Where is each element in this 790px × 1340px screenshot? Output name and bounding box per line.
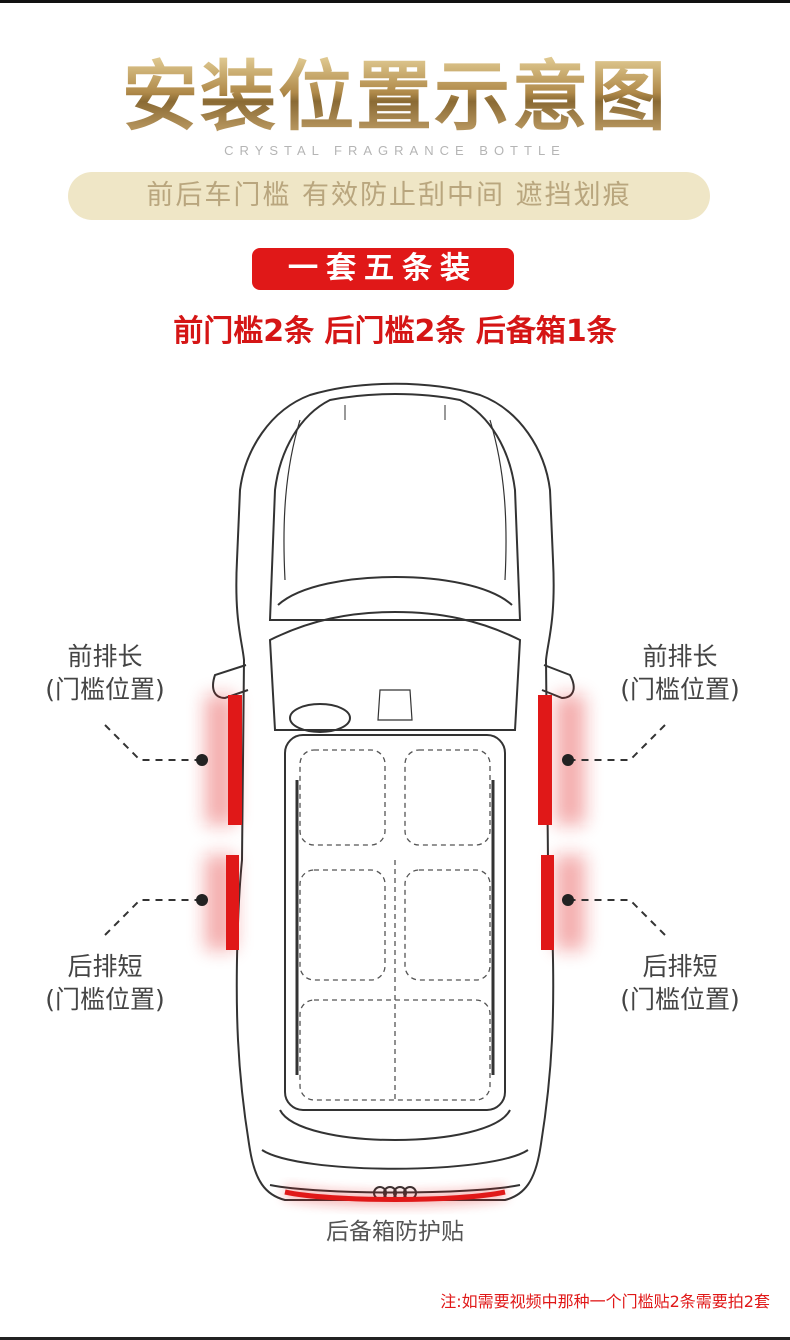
strip-counts: 前门槛2条 后门槛2条 后备箱1条 (173, 314, 617, 349)
front-left-marker-dot (196, 754, 208, 766)
rear-left-marker-dot (196, 894, 208, 906)
footnote: 注:如需要视频中那种一个门槛贴2条需要拍2套 (440, 1292, 770, 1311)
rear-left-sill-strip (205, 855, 239, 950)
front-left-sill-strip (205, 695, 242, 825)
top-border (0, 0, 790, 3)
tagline-banner: 前后车门槛 有效防止刮中间 遮挡划痕 (68, 172, 710, 220)
front-right-marker-dot (562, 754, 574, 766)
front-left-label: 前排长 (门槛位置) (20, 640, 190, 706)
front-left-label-line1: 前排长 (67, 642, 143, 671)
trunk-strip (283, 1186, 507, 1206)
rear-right-label-line1: 后排短 (642, 952, 718, 981)
front-right-leader-line (570, 724, 666, 761)
front-right-label: 前排长 (门槛位置) (595, 640, 765, 706)
trunk-label: 后备箱防护贴 (326, 1219, 464, 1245)
front-right-label-line1: 前排长 (642, 642, 718, 671)
rear-right-leader-line (570, 899, 666, 936)
page-title: 安装位置示意图 (0, 52, 790, 142)
set-count-badge: 一套五条装 (252, 248, 514, 290)
rear-left-label-line2: (门槛位置) (45, 985, 165, 1014)
front-right-label-line2: (门槛位置) (620, 675, 740, 704)
bottom-border (0, 1337, 790, 1340)
front-left-leader-line (104, 724, 200, 761)
rear-right-marker-dot (562, 894, 574, 906)
page-subtitle: CRYSTAL FRAGRANCE BOTTLE (224, 143, 566, 158)
rear-left-label-line1: 后排短 (67, 952, 143, 981)
rear-right-label: 后排短 (门槛位置) (595, 950, 765, 1016)
rear-right-label-line2: (门槛位置) (620, 985, 740, 1014)
rear-left-leader-line (104, 899, 200, 936)
front-right-sill-strip (538, 695, 585, 825)
rear-left-label: 后排短 (门槛位置) (20, 950, 190, 1016)
front-left-label-line2: (门槛位置) (45, 675, 165, 704)
